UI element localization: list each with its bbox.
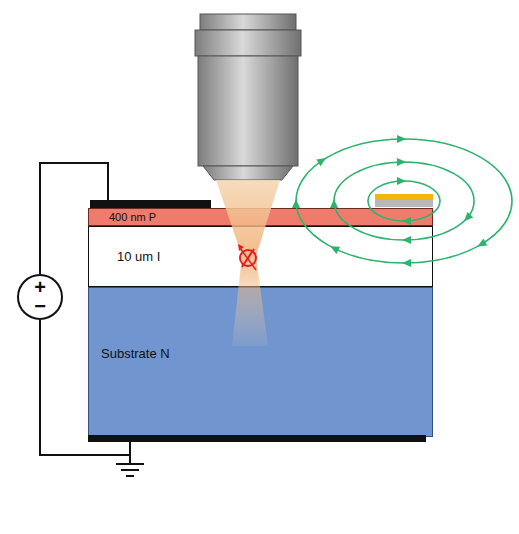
field-arrowhead (397, 177, 406, 185)
layer-label: Substrate N (101, 346, 170, 361)
field-arrowhead (330, 199, 338, 208)
field-arrowhead (477, 239, 487, 247)
field-arrowhead (316, 158, 326, 166)
field-arrowhead (397, 135, 406, 143)
polarity-sign: − (34, 297, 46, 316)
field-arrowhead (397, 158, 406, 166)
polarity-sign: + (34, 278, 46, 297)
layer-label: 400 nm P (109, 211, 156, 223)
top-contact (90, 200, 211, 208)
microwave-wire (375, 194, 433, 207)
p-layer-band: 400 nm P (88, 208, 433, 226)
n-substrate-band: Substrate N (88, 287, 433, 437)
voltage-source: +− (17, 274, 63, 320)
ground-symbol (116, 455, 144, 476)
microscope-objective (195, 14, 301, 180)
field-arrowhead (292, 199, 300, 208)
field-arrowhead (464, 212, 473, 221)
layer-label: 10 um I (117, 249, 160, 264)
i-layer-band: 10 um I (88, 226, 433, 287)
